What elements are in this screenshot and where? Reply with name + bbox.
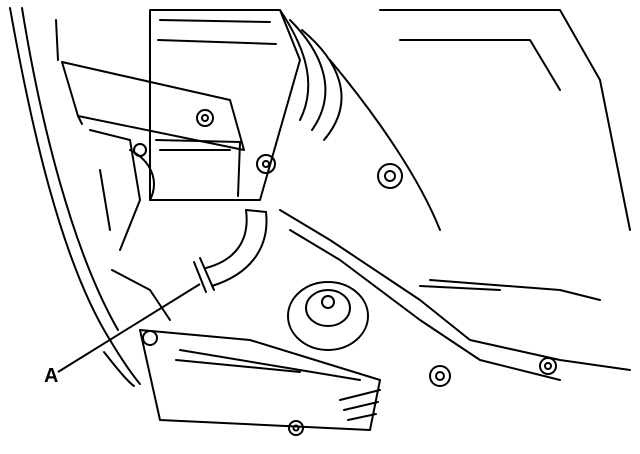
wiring-harness xyxy=(89,129,171,321)
callout-a-leader xyxy=(57,283,201,373)
bumper-edge xyxy=(9,7,141,387)
coolant-hose xyxy=(193,209,268,293)
strut-tower-panel xyxy=(279,9,631,387)
engine-mount xyxy=(256,154,369,351)
intake-housing xyxy=(149,9,343,201)
callout-label-a: A xyxy=(44,365,59,387)
splash-shield xyxy=(139,329,381,436)
support-bracket xyxy=(61,61,245,151)
